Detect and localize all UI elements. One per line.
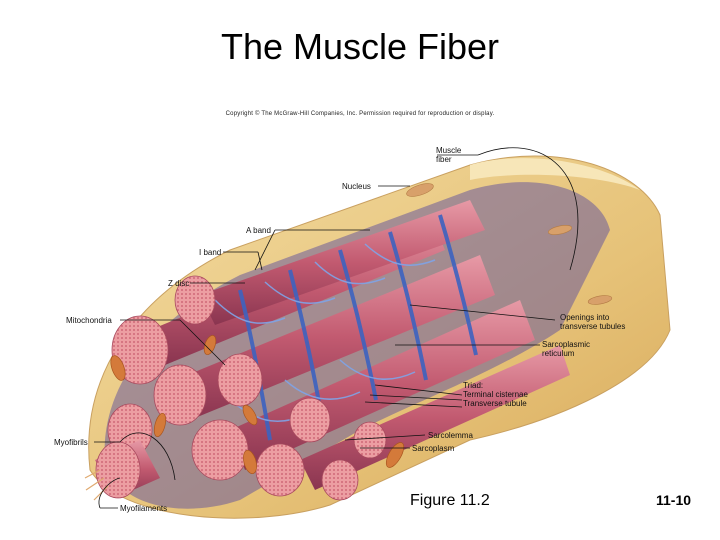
label-triad: Triad: Terminal cisternae Transverse tub… xyxy=(463,381,528,408)
label-sarcoplasmic-reticulum: Sarcoplasmic reticulum xyxy=(542,340,590,358)
figure-caption: Figure 11.2 xyxy=(410,492,490,509)
leader-lines xyxy=(94,147,579,509)
label-myofilaments: Myofilaments xyxy=(120,504,168,513)
label-mitochondria: Mitochondria xyxy=(66,316,112,325)
mitochondria-group xyxy=(110,335,405,475)
label-myofibrils: Myofibrils xyxy=(54,438,88,447)
label-z-disc: Z disc xyxy=(168,279,190,288)
myofibril-cross-sections xyxy=(107,275,387,501)
label-muscle-fiber-line1: Muscle xyxy=(436,146,462,155)
label-a-band: A band xyxy=(246,226,271,235)
label-nucleus: Nucleus xyxy=(342,182,371,191)
sarcolemma-cut-edge xyxy=(470,158,640,190)
label-openings-line2: transverse tubules xyxy=(560,322,626,331)
label-sr-line1: Sarcoplasmic xyxy=(542,340,591,349)
label-sarcolemma: Sarcolemma xyxy=(428,431,473,440)
label-triad-line1: Triad: xyxy=(463,381,484,390)
label-sr-line2: reticulum xyxy=(542,349,575,358)
label-i-band: I band xyxy=(199,248,222,257)
label-openings-line1: Openings into xyxy=(560,313,610,322)
page-title: The Muscle Fiber xyxy=(220,26,500,67)
isolated-myofibril xyxy=(84,440,160,501)
label-triad-line2: Terminal cisternae xyxy=(463,390,528,399)
copyright-notice: Copyright © The McGraw-Hill Companies, I… xyxy=(225,111,495,117)
label-muscle-fiber: Muscle fiber xyxy=(436,146,461,164)
label-openings-transverse-tubules: Openings into transverse tubules xyxy=(560,313,625,331)
nuclei-group xyxy=(406,183,613,305)
label-muscle-fiber-line2: fiber xyxy=(436,155,452,164)
label-sarcoplasm: Sarcoplasm xyxy=(412,444,455,453)
page-number: 11-10 xyxy=(656,492,692,508)
label-triad-line3: Transverse tubule xyxy=(463,399,527,408)
